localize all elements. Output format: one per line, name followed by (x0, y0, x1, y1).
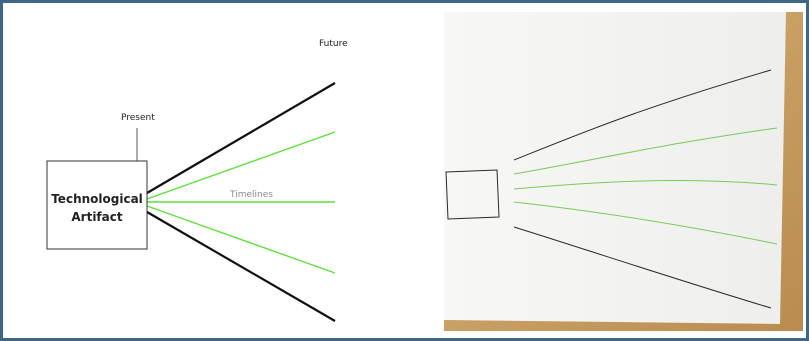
artifact-label-line1: Technological (51, 192, 143, 206)
artifact-label-line2: Artifact (71, 210, 122, 224)
timeline-green-lower (146, 205, 336, 274)
timeline-black-lower (146, 211, 336, 322)
sketch-photo (444, 12, 803, 331)
artifact-box (46, 160, 148, 250)
sketch-photo-svg (444, 12, 803, 331)
sketch-box (445, 169, 500, 220)
paper-sheet (444, 12, 786, 324)
future-label: Future (319, 39, 348, 49)
timeline-green-upper (146, 131, 336, 200)
sketch-green-lower (513, 201, 778, 245)
present-label: Present (121, 113, 155, 123)
timelines-label: Timelines (229, 190, 273, 200)
sketch-green-upper (513, 127, 778, 175)
timeline-black-upper (146, 82, 336, 194)
timeline-diagram: Future Present Timelines Technological A… (17, 11, 427, 334)
sketch-green-middle (513, 179, 778, 190)
timeline-diagram-svg: Future Present Timelines Technological A… (46, 39, 348, 322)
sketch-black-lower (513, 226, 772, 309)
sketch-black-upper (513, 69, 772, 161)
